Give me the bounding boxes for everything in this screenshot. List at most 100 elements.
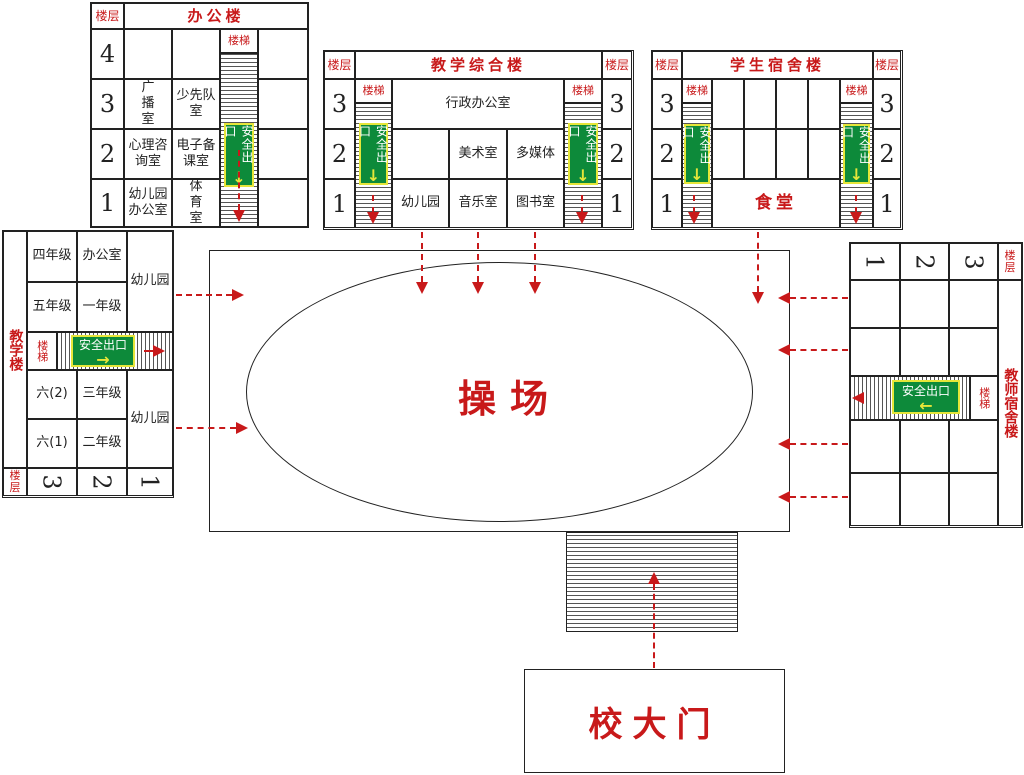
teaching-building-title: 教学楼: [3, 231, 27, 468]
evac-arrow-right-2-line: [790, 349, 848, 351]
office-stair-label: 楼梯: [220, 29, 258, 53]
evac-arrow-left-lower-head-icon: [236, 422, 248, 434]
office-building-title: 办公楼: [124, 3, 308, 29]
complex-exit-sign-right: 安全出口 ↓: [567, 123, 598, 185]
complex-floor-1-right: 1: [602, 179, 632, 228]
arrow-down-icon: ↓: [690, 165, 704, 184]
evac-arrow-right-4-head-icon: [778, 491, 790, 503]
office-room-f1a: 幼儿园办公室: [124, 179, 172, 227]
dorm-room-f3-1: [712, 79, 744, 129]
dorm-room-f2-1: [712, 129, 744, 179]
dorm-floor-header-right: 楼层: [873, 51, 901, 79]
teacher-dorm-title: 教师宿舍楼: [998, 280, 1022, 526]
office-side-f3: [258, 79, 308, 129]
evac-arrow-top-1-line: [421, 232, 423, 282]
arrow-down-icon: ↓: [366, 166, 381, 185]
complex-left-evac-arrowhead-icon: [367, 212, 379, 224]
td-floor-2: 2: [900, 243, 949, 280]
tb-room-r2a: 五年级: [27, 282, 77, 332]
td-floor-3: 3: [949, 243, 998, 280]
tb-stair-label: 楼梯: [27, 332, 57, 370]
tb-room-r2b: 一年级: [77, 282, 127, 332]
td-exit-sign: 安全出口 ←: [892, 380, 960, 414]
playground-label: 操场: [457, 376, 562, 421]
teaching-building: 教学楼 四年级 办公室 五年级 一年级 楼梯 安全出口 → 六(2) 三年级 六…: [2, 230, 174, 498]
dorm-room-f3-3: [776, 79, 808, 129]
dorm-right-evac-line: [855, 195, 857, 213]
td-room-d3: [949, 473, 998, 526]
evac-arrow-top-2-head-icon: [472, 282, 484, 294]
complex-room-f1c: 图书室: [507, 179, 564, 228]
complex-exit-text-right: 安全出口: [567, 125, 598, 164]
td-room-c1: [850, 420, 900, 473]
complex-title: 教学综合楼: [355, 51, 602, 79]
tb-room-r1b: 办公室: [77, 231, 127, 282]
tb-exit-sign: 安全出口 →: [71, 335, 135, 369]
office-room-f3b: 少先队室: [172, 79, 220, 129]
td-room-d2: [900, 473, 949, 526]
tb-room-r4a: 六(1): [27, 419, 77, 468]
arrow-down-icon: ↓: [576, 166, 590, 185]
complex-exit-text-left: 安全出口: [357, 125, 389, 164]
evac-arrow-top-3-line: [534, 232, 536, 282]
evac-arrow-top-4-head-icon: [752, 292, 764, 304]
td-room-a1: [850, 280, 900, 328]
complex-floor-header-left: 楼层: [324, 51, 355, 79]
complex-room-f1b: 音乐室: [449, 179, 507, 228]
td-room-a3: [949, 280, 998, 328]
complex-stair-label-left: 楼梯: [355, 79, 392, 103]
dorm-floor-1-left: 1: [652, 179, 682, 228]
office-floor-4: 4: [91, 29, 124, 79]
office-floor-2: 2: [91, 129, 124, 179]
evac-arrow-right-stairs-head-icon: [852, 392, 864, 404]
complex-floor-3-right: 3: [602, 79, 632, 129]
td-floor-header: 楼层: [998, 243, 1022, 280]
dorm-exit-text-right: 安全出口: [840, 126, 872, 165]
arrow-right-icon: →: [96, 350, 110, 369]
evac-arrow-right-2-head-icon: [778, 344, 790, 356]
dorm-room-f2-3: [776, 129, 808, 179]
complex-right-evac-arrowhead-icon: [576, 212, 588, 224]
complex-room-f2-empty: [392, 129, 449, 179]
complex-floor-header-right: 楼层: [602, 51, 632, 79]
tb-floor-2: 2: [77, 468, 127, 496]
office-evac-arrow-line: [238, 150, 240, 210]
td-room-c2: [900, 420, 949, 473]
dorm-canteen: 食堂: [712, 179, 840, 228]
evac-arrow-top-1-head-icon: [416, 282, 428, 294]
complex-floor-1-left: 1: [324, 179, 355, 228]
dorm-floor-1-right: 1: [873, 179, 901, 228]
complex-room-f3: 行政办公室: [392, 79, 564, 129]
office-floor-header: 楼层: [91, 3, 124, 29]
office-floor-3: 3: [91, 79, 124, 129]
evac-arrow-right-3-head-icon: [778, 438, 790, 450]
office-room-f1b: 体育室: [172, 179, 220, 227]
complex-right-evac-line: [581, 195, 583, 213]
dorm-floor-2-right: 2: [873, 129, 901, 179]
dorm-floor-3-right: 3: [873, 79, 901, 129]
dorm-floor-header-left: 楼层: [652, 51, 682, 79]
td-room-d1: [850, 473, 900, 526]
dorm-stair-label-right: 楼梯: [840, 79, 873, 103]
tb-floor-header: 楼层: [3, 468, 27, 496]
office-side-f4: [258, 29, 308, 79]
dorm-right-evac-arrowhead-icon: [850, 212, 862, 224]
school-gate-label: 校大门: [588, 704, 721, 745]
td-room-a2: [900, 280, 949, 328]
office-room-f4b: [172, 29, 220, 79]
tb-floor-3: 3: [27, 468, 77, 496]
dorm-room-f3-4: [808, 79, 840, 129]
office-room-f2b: 电子备课室: [172, 129, 220, 179]
td-floor-1: 1: [850, 243, 900, 280]
complex-stair-label-right: 楼梯: [564, 79, 602, 103]
complex-exit-sign-left: 安全出口 ↓: [357, 123, 389, 185]
complex-floor-2-left: 2: [324, 129, 355, 179]
tb-room-r1a: 四年级: [27, 231, 77, 282]
evac-arrow-left-stairs-line: [144, 350, 154, 352]
td-room-c3: [949, 420, 998, 473]
evac-arrow-top-4-line: [757, 232, 759, 292]
td-exit-text: 安全出口: [901, 384, 950, 398]
tb-exit-text: 安全出口: [78, 338, 127, 352]
teaching-complex: 楼层 教学综合楼 楼层 3 2 1 楼梯 安全出口 ↓ 行政办公室 美术室 多媒…: [323, 50, 634, 230]
complex-floor-2-right: 2: [602, 129, 632, 179]
